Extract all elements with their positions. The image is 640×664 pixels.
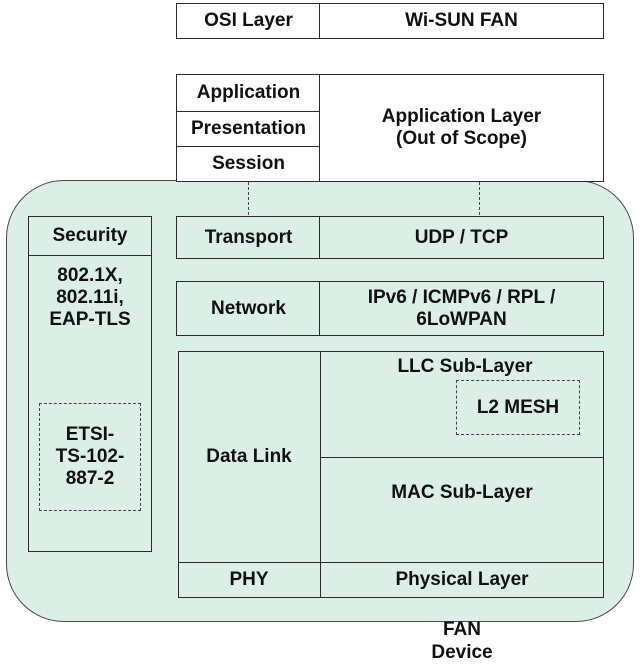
datalink-phy-block — [178, 351, 604, 598]
physical-layer-label: Physical Layer — [395, 569, 529, 590]
etsi-standard-label: ETSI- TS-102- 887-2 — [55, 424, 125, 489]
l2-mesh-label: L2 MESH — [476, 396, 560, 418]
udp-tcp-box: UDP / TCP — [319, 216, 604, 259]
l2-mesh-box: L2 MESH — [456, 380, 580, 435]
upper-osi-stack: Application Presentation Session — [176, 74, 321, 182]
application-layer-label: Application — [196, 82, 301, 103]
data-link-label: Data Link — [206, 445, 292, 467]
etsi-standard-box: ETSI- TS-102- 887-2 — [39, 403, 141, 511]
divider — [177, 111, 320, 112]
network-osi-box: Network — [176, 281, 321, 336]
transport-osi-box: Transport — [176, 216, 321, 259]
mac-sublayer-label: MAC Sub-Layer — [391, 482, 533, 503]
divider — [178, 562, 604, 563]
llc-sublayer-label: LLC Sub-Layer — [397, 356, 533, 377]
security-title: Security — [52, 225, 128, 246]
divider — [320, 457, 604, 458]
phy-label: PHY — [229, 569, 269, 590]
divider — [177, 146, 320, 147]
security-column: Security 802.1X, 802.11i, EAP-TLS ETSI- … — [28, 216, 152, 552]
session-layer-label: Session — [212, 152, 285, 174]
application-layer-box: Application Layer (Out of Scope) — [319, 74, 604, 182]
fan-device-label: FAN Device — [431, 619, 493, 663]
dashed-connector — [248, 182, 249, 215]
presentation-layer-label: Presentation — [190, 117, 307, 139]
wisun-fan-label: Wi-SUN FAN — [405, 10, 518, 31]
application-layer-out-of-scope: Application Layer (Out of Scope) — [381, 106, 542, 149]
osi-layer-header: OSI Layer — [176, 3, 321, 39]
transport-label: Transport — [204, 226, 293, 248]
divider — [320, 351, 321, 598]
security-protocols: 802.1X, 802.11i, EAP-TLS — [49, 265, 131, 330]
network-label: Network — [211, 297, 286, 319]
udp-tcp-label: UDP / TCP — [414, 226, 509, 248]
ipv6-stack-label: IPv6 / ICMPv6 / RPL / 6LoWPAN — [367, 286, 556, 330]
divider — [29, 255, 151, 256]
ipv6-stack-box: IPv6 / ICMPv6 / RPL / 6LoWPAN — [319, 281, 604, 336]
dashed-connector — [479, 182, 480, 215]
osi-layer-label: OSI Layer — [204, 10, 293, 31]
wisun-fan-header: Wi-SUN FAN — [319, 3, 604, 39]
